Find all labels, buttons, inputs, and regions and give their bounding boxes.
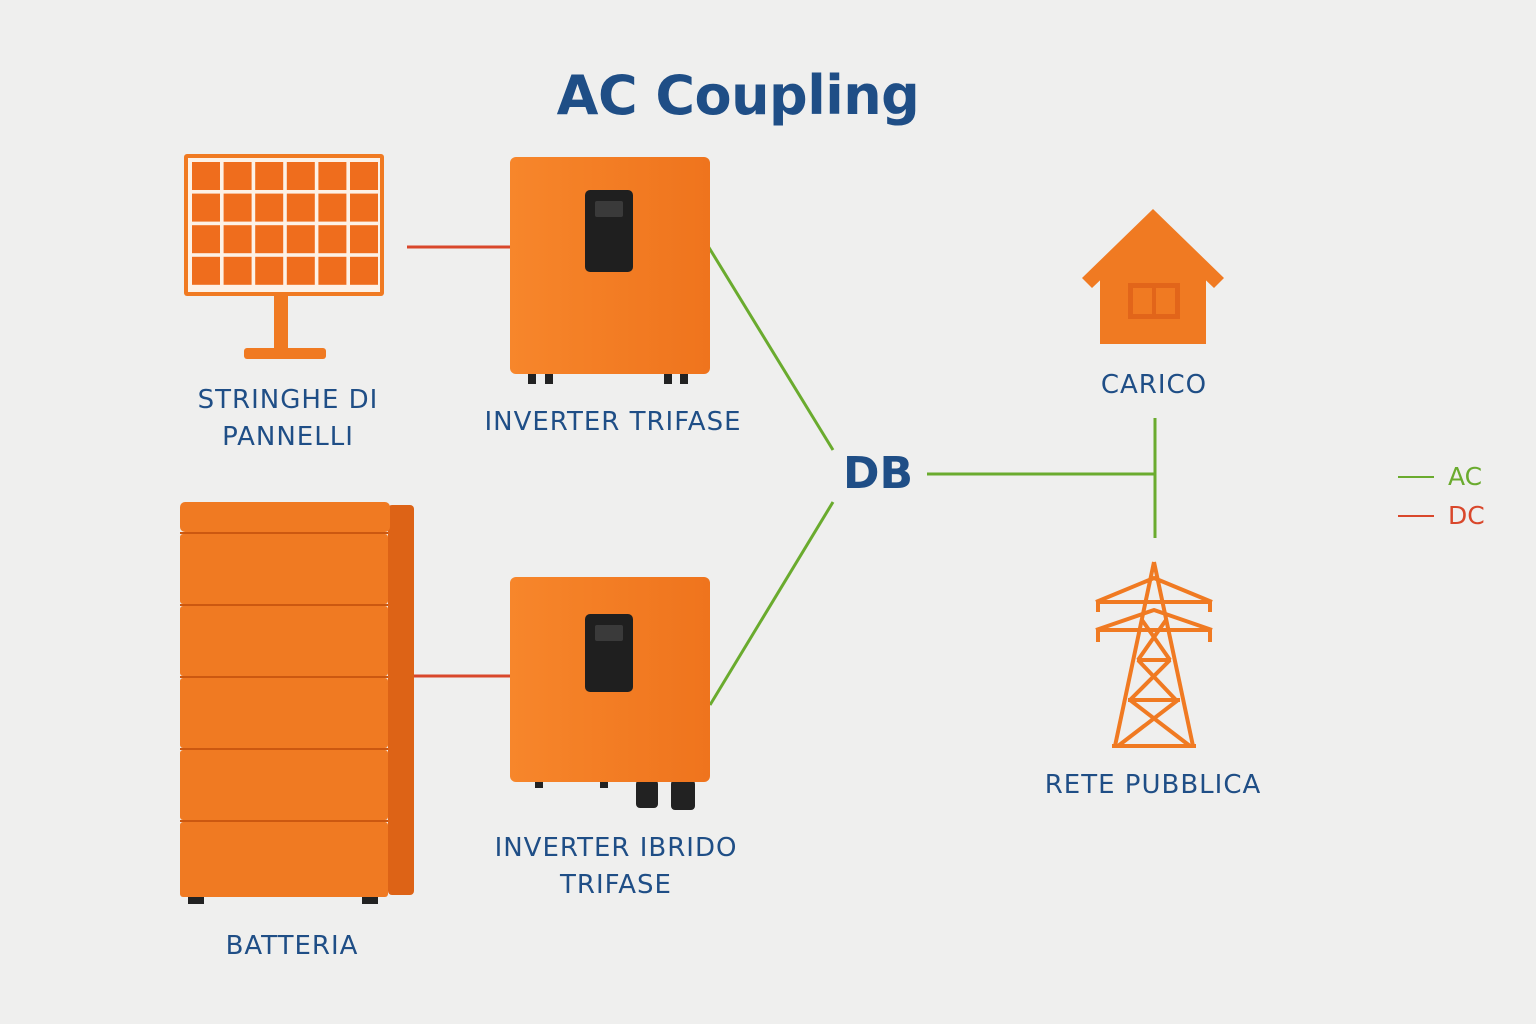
solar-cell [318, 193, 347, 222]
solar-cell [255, 162, 284, 190]
solar-cell [192, 256, 220, 285]
solar-cell [223, 193, 252, 222]
solar-cell [350, 162, 378, 190]
solar-cell [192, 162, 220, 190]
solar-cell [350, 193, 378, 222]
ac-line-inverter-db [706, 245, 835, 451]
inverter-ibrido-label-line2: TRIFASE [560, 870, 672, 900]
legend-ac-swatch [1398, 476, 1434, 478]
solar-cell [255, 193, 284, 222]
panels-label-line1: STRINGHE DI [197, 385, 379, 415]
solar-cell [350, 256, 378, 285]
solar-cell [350, 225, 378, 254]
grid-label: RETE PUBBLICA [1044, 770, 1262, 800]
solar-cell [255, 225, 284, 254]
diagram-title: AC Coupling [556, 64, 920, 127]
panels-label: STRINGHE DI PANNELLI [160, 382, 416, 456]
battery-label: BATTERIA [225, 931, 359, 961]
inverter-trifase-label: INVERTER TRIFASE [484, 407, 742, 437]
panels-label-line2: PANNELLI [222, 422, 354, 452]
solar-cell [318, 256, 347, 285]
db-label: DB [842, 448, 914, 499]
ac-line-hybrid-db [708, 501, 835, 706]
solar-cell [223, 256, 252, 285]
solar-cell [286, 193, 315, 222]
solar-cell [318, 225, 347, 254]
legend-dc-label: DC [1448, 501, 1485, 530]
inverter-ibrido-label-line1: INVERTER IBRIDO [494, 833, 738, 863]
solar-cell [192, 225, 220, 254]
solar-cell [318, 162, 347, 190]
load-label: CARICO [1100, 370, 1208, 400]
solar-cell [223, 225, 252, 254]
legend-ac: AC [1398, 462, 1498, 492]
solar-cell [286, 225, 315, 254]
solar-cell [255, 256, 284, 285]
legend-ac-label: AC [1448, 462, 1483, 491]
solar-cell [286, 256, 315, 285]
inverter-ibrido-label: INVERTER IBRIDO TRIFASE [460, 830, 772, 904]
legend-dc-swatch [1398, 515, 1434, 517]
legend-dc: DC [1398, 501, 1498, 531]
solar-cell [286, 162, 315, 190]
solar-cell [192, 193, 220, 222]
solar-cell [223, 162, 252, 190]
